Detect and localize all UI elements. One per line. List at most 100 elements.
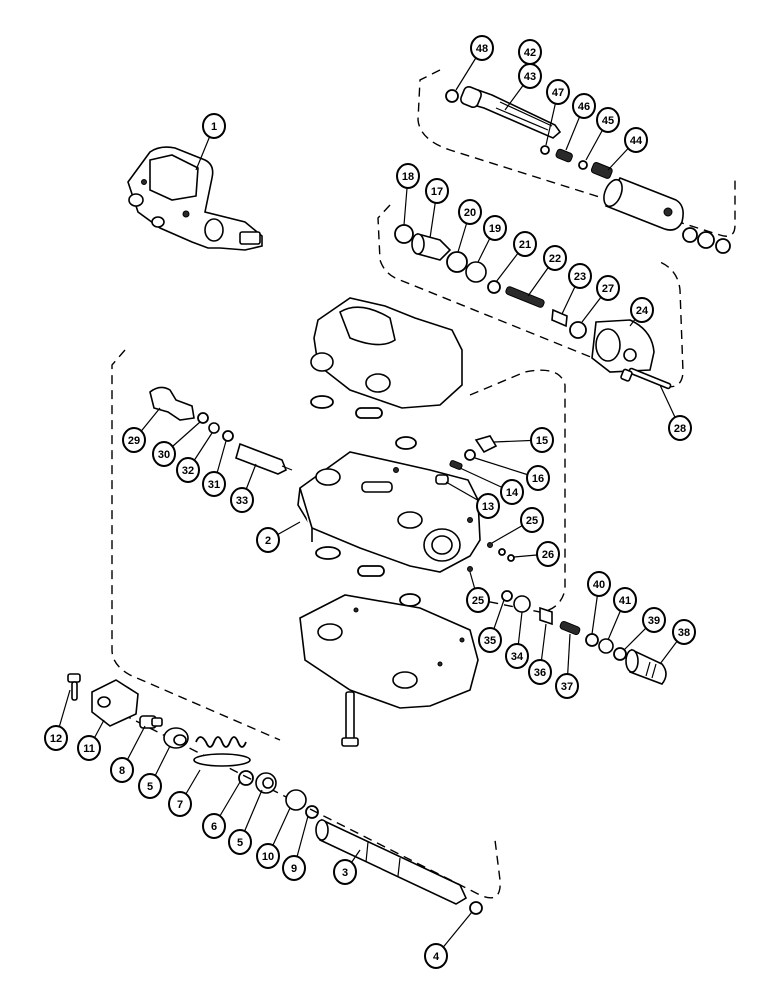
o-ring-cover-2 bbox=[355, 407, 383, 419]
o-ring-part-31 bbox=[222, 430, 234, 442]
plunger-part-36 bbox=[539, 606, 553, 626]
callout-24: 24 bbox=[630, 297, 654, 323]
callout-23: 23 bbox=[568, 263, 592, 289]
o-ring-part-20 bbox=[446, 251, 468, 273]
ring-part-32 bbox=[208, 422, 220, 434]
callout-31: 31 bbox=[202, 471, 226, 497]
poppet-part-23 bbox=[551, 308, 568, 328]
svg-text:42: 42 bbox=[524, 47, 536, 59]
spring-part-37 bbox=[559, 620, 581, 636]
callout-4: 4 bbox=[424, 943, 448, 969]
spring-part-46 bbox=[555, 148, 573, 163]
svg-text:15: 15 bbox=[536, 435, 548, 447]
callout-15: 15 bbox=[530, 427, 554, 453]
svg-text:27: 27 bbox=[602, 283, 614, 295]
callout-33: 33 bbox=[230, 487, 254, 513]
callout-18: 18 bbox=[396, 163, 420, 189]
ring-part-26b bbox=[507, 554, 515, 562]
callout-41: 41 bbox=[613, 587, 637, 613]
callout-44: 44 bbox=[624, 127, 648, 153]
svg-text:20: 20 bbox=[464, 207, 476, 219]
callout-21: 21 bbox=[513, 231, 537, 257]
svg-text:43: 43 bbox=[524, 71, 536, 83]
callout-17: 17 bbox=[425, 178, 449, 204]
valve-body-part-2 bbox=[297, 451, 481, 573]
valve-part-29 bbox=[149, 386, 195, 421]
lower-cover bbox=[299, 594, 479, 709]
svg-text:7: 7 bbox=[177, 799, 183, 811]
svg-text:44: 44 bbox=[630, 135, 643, 147]
svg-text:3: 3 bbox=[342, 867, 348, 879]
callout-9: 9 bbox=[282, 855, 306, 881]
callout-16: 16 bbox=[526, 465, 550, 491]
bolt-part-28 bbox=[620, 367, 672, 390]
spring-part-44 bbox=[590, 162, 613, 179]
svg-text:39: 39 bbox=[648, 615, 660, 627]
callout-42: 42 bbox=[518, 39, 542, 65]
callout-26: 26 bbox=[536, 541, 560, 567]
svg-text:33: 33 bbox=[236, 495, 248, 507]
svg-text:1: 1 bbox=[211, 121, 217, 133]
housing-part-24 bbox=[591, 319, 655, 373]
svg-text:12: 12 bbox=[50, 733, 62, 745]
o-ring-part-18 bbox=[394, 224, 414, 244]
callout-34: 34 bbox=[505, 643, 529, 669]
callout-32: 32 bbox=[176, 457, 200, 483]
svg-text:9: 9 bbox=[291, 863, 297, 875]
callout-29: 29 bbox=[122, 427, 146, 453]
callout-8: 8 bbox=[110, 757, 134, 783]
callout-13: 13 bbox=[476, 493, 500, 519]
callout-48: 48 bbox=[470, 35, 494, 61]
svg-text:22: 22 bbox=[549, 253, 561, 265]
svg-text:13: 13 bbox=[482, 501, 494, 513]
washer-part-34 bbox=[513, 595, 531, 613]
svg-text:30: 30 bbox=[158, 449, 170, 461]
callout-10: 10 bbox=[256, 843, 280, 869]
svg-text:19: 19 bbox=[489, 223, 501, 235]
svg-text:17: 17 bbox=[431, 186, 443, 198]
seat-part-5-upper bbox=[163, 727, 189, 749]
ring-part-26a bbox=[498, 548, 506, 556]
svg-text:2: 2 bbox=[265, 535, 271, 547]
spring-part-14 bbox=[449, 460, 463, 470]
svg-text:41: 41 bbox=[619, 595, 631, 607]
svg-text:47: 47 bbox=[552, 87, 564, 99]
ring-part-21 bbox=[487, 280, 501, 294]
long-bolt bbox=[341, 691, 359, 747]
callout-43: 43 bbox=[518, 63, 542, 89]
callout-5-upper: 5 bbox=[138, 773, 162, 799]
svg-text:46: 46 bbox=[578, 101, 590, 113]
callout-12: 12 bbox=[44, 725, 68, 751]
ball-part-25-lower bbox=[467, 566, 473, 572]
svg-text:5: 5 bbox=[147, 781, 153, 793]
fitting-part-15 bbox=[474, 435, 498, 454]
svg-text:25: 25 bbox=[472, 595, 484, 607]
o-ring-part-27 bbox=[569, 321, 587, 339]
o-ring-part-48 bbox=[445, 89, 459, 103]
ring-part-19 bbox=[465, 261, 487, 283]
spring-part-22 bbox=[505, 286, 545, 308]
o-ring-part-30 bbox=[197, 412, 209, 424]
spring-part-7 bbox=[193, 736, 251, 767]
svg-text:31: 31 bbox=[208, 479, 220, 491]
spool-part-43 bbox=[459, 85, 562, 139]
callout-11: 11 bbox=[77, 735, 101, 761]
plug-part-13 bbox=[435, 474, 449, 485]
bolt-part-12 bbox=[67, 673, 81, 701]
o-ring-part-35 bbox=[501, 590, 513, 602]
callout-7: 7 bbox=[168, 791, 192, 817]
callout-36: 36 bbox=[528, 659, 552, 685]
callout-25-lower: 25 bbox=[466, 587, 490, 613]
washer-part-10 bbox=[285, 789, 307, 811]
o-ring-part-9 bbox=[305, 805, 319, 819]
o-ring-body-2 bbox=[357, 565, 385, 577]
o-ring-part-40 bbox=[585, 633, 599, 647]
svg-text:38: 38 bbox=[678, 627, 690, 639]
callout-46: 46 bbox=[572, 93, 596, 119]
part-callouts: 1 2 3 4 5 5 6 7 8 9 10 11 12 13 14 15 16… bbox=[44, 35, 696, 969]
ball-part-25-upper bbox=[487, 542, 493, 548]
svg-text:29: 29 bbox=[128, 435, 140, 447]
callout-28: 28 bbox=[668, 415, 692, 441]
svg-text:8: 8 bbox=[119, 765, 125, 777]
